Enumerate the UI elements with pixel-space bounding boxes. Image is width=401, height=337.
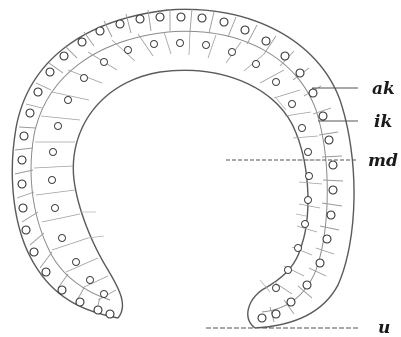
label-md: md — [368, 151, 398, 171]
label-leader-lines — [206, 88, 360, 328]
label-ak: ak — [372, 79, 395, 99]
middle-layer-boundary — [31, 31, 327, 312]
lumen-cell-walls — [80, 98, 306, 292]
outer-cell-nuclei — [18, 13, 337, 322]
label-u: u — [378, 318, 390, 337]
inner-cell-nuclei — [49, 40, 313, 298]
label-ik: ik — [374, 112, 392, 132]
